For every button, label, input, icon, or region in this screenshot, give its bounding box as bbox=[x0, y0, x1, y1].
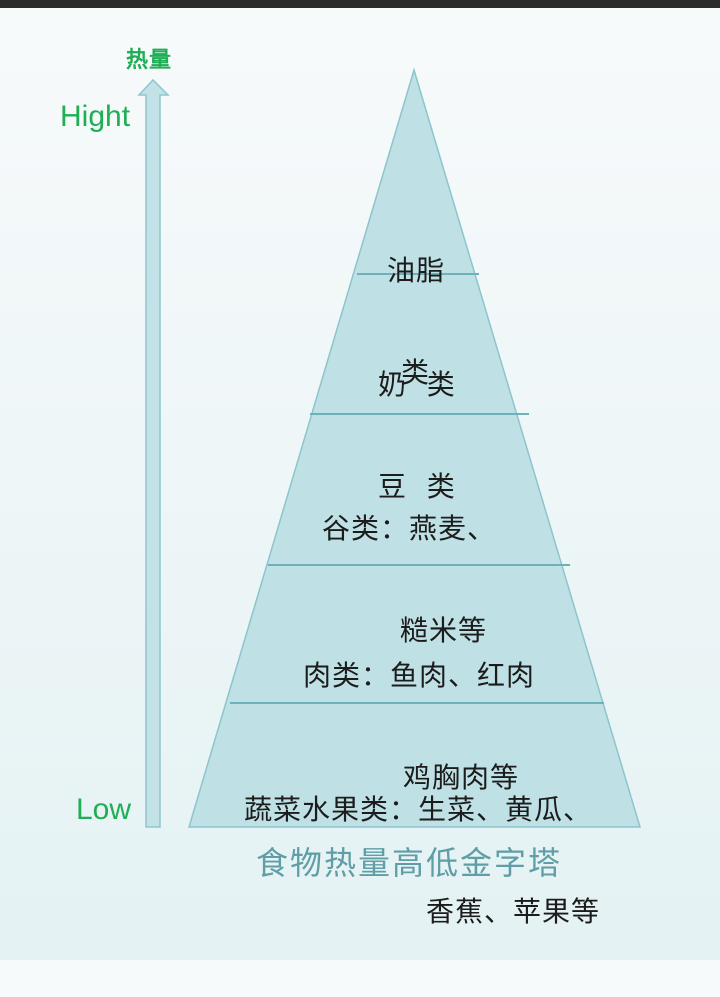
tier-3-grains: 谷类：燕麦、 糙米等 bbox=[322, 444, 496, 716]
diagram-graphics bbox=[137, 67, 642, 828]
tier-3-line2: 糙米等 bbox=[400, 614, 488, 647]
pyramid-shape bbox=[187, 67, 642, 828]
diagram-caption: 食物热量高低金字塔 bbox=[256, 844, 563, 882]
tier-4-meat: 肉类：鱼肉、红肉 鸡胸肉等 bbox=[303, 591, 535, 863]
tier-3-line1: 谷类：燕麦、 bbox=[322, 512, 497, 545]
tier-1-fats: 油脂 类 bbox=[387, 186, 445, 458]
axis-low-label: Low bbox=[76, 793, 132, 826]
axis-title: 热量 bbox=[126, 48, 173, 73]
tier-4-line2: 鸡胸肉等 bbox=[403, 761, 520, 794]
tier-2-line2: 豆 类 bbox=[378, 470, 456, 503]
tier-4-line1: 肉类：鱼肉、红肉 bbox=[303, 659, 536, 692]
tier-5-vegetables-fruits: 蔬菜水果类：生菜、黄瓜、 香蕉、苹果等 bbox=[244, 725, 600, 997]
up-arrow-icon bbox=[137, 78, 170, 828]
tier-1-line2: 类 bbox=[401, 356, 431, 389]
tier-1-line1: 油脂 bbox=[387, 254, 446, 287]
tier-5-line2: 香蕉、苹果等 bbox=[426, 895, 601, 928]
tier-2-dairy-beans: 奶 类 豆 类 bbox=[378, 300, 456, 572]
tier-2-line1: 奶 类 bbox=[378, 368, 456, 401]
top-bar bbox=[0, 0, 720, 8]
food-calorie-pyramid-diagram: 热量 Hight Low 油脂 类 奶 类 豆 类 谷类：燕麦、 糙米等 肉类：… bbox=[60, 48, 642, 928]
axis-high-label: Hight bbox=[60, 100, 131, 133]
tier-5-line1: 蔬菜水果类：生菜、黄瓜、 bbox=[244, 793, 593, 826]
